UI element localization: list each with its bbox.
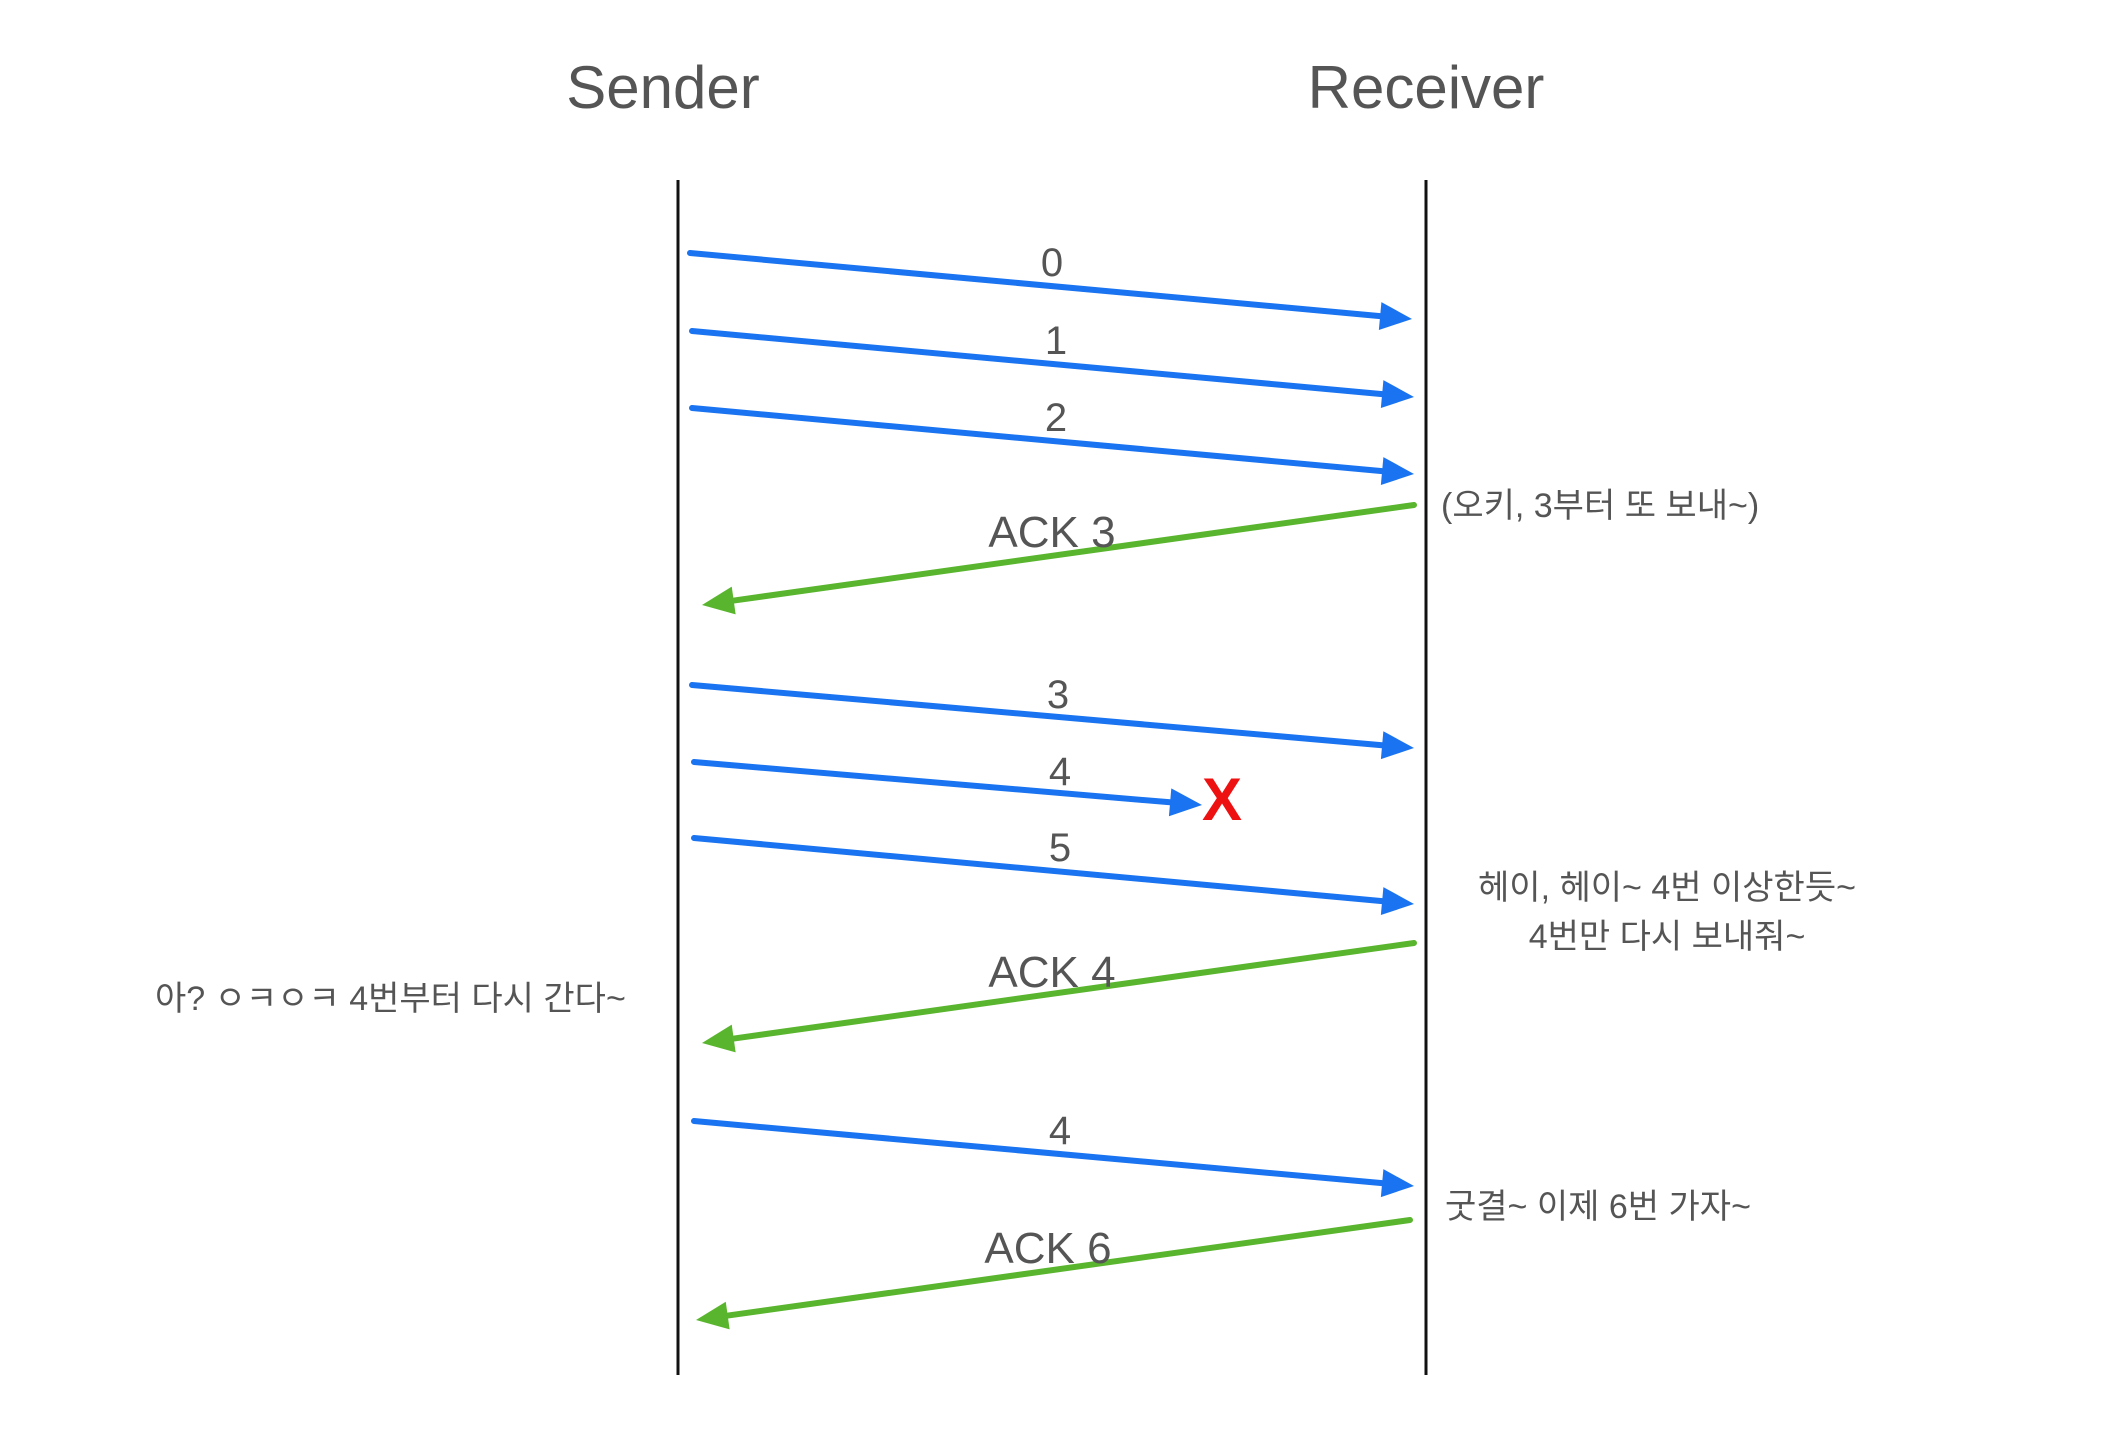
packet-arrow-8 [691, 1118, 1386, 1187]
packet-label-8: 4 [1049, 1109, 1071, 1153]
ack-label-9: ACK 6 [984, 1224, 1111, 1273]
packet-label-4: 3 [1047, 673, 1069, 717]
packet-label-2: 2 [1045, 396, 1067, 440]
packet-arrowhead-0 [1378, 302, 1412, 331]
receiver-note-ack3: (오키, 3부터 또 보내~) [1441, 487, 1759, 525]
packet-arrow-1 [689, 328, 1386, 398]
packet-arrow-4 [689, 682, 1386, 749]
packet-arrowhead-5 [1168, 788, 1202, 817]
ack-arrow-7 [730, 940, 1417, 1042]
packet-arrowhead-4 [1380, 731, 1414, 760]
ack-arrow-3 [730, 502, 1417, 604]
packet-arrow-6 [691, 835, 1386, 905]
packet-arrow-5 [691, 759, 1174, 806]
packet-arrowhead-2 [1380, 457, 1414, 486]
packet-label-6: 5 [1049, 826, 1071, 870]
lost-packet-mark: X [1202, 766, 1242, 833]
sender-title: Sender [566, 54, 759, 121]
ack-arrowhead-3 [702, 586, 736, 615]
packet-arrowhead-1 [1380, 380, 1414, 409]
packet-label-1: 1 [1045, 319, 1067, 363]
receiver-note-ack6: 굿결~ 이제 6번 가자~ [1445, 1188, 1751, 1226]
packet-label-0: 0 [1041, 241, 1063, 285]
ack-label-3: ACK 3 [988, 508, 1115, 557]
ack-arrow-9 [724, 1217, 1413, 1319]
sender-note-retransmit: 아? ㅇㅋㅇㅋ 4번부터 다시 간다~ [155, 980, 626, 1018]
ack-arrowhead-7 [702, 1024, 736, 1053]
packet-arrow-2 [689, 405, 1386, 475]
ack-label-7: ACK 4 [988, 948, 1115, 997]
packet-label-5: 4 [1049, 750, 1071, 794]
packet-arrowhead-6 [1380, 887, 1414, 916]
receiver-title: Receiver [1308, 54, 1545, 121]
packet-arrowhead-8 [1380, 1169, 1414, 1198]
packet-arrow-0 [687, 250, 1384, 320]
receiver-note-ack4-line1: 헤이, 헤이~ 4번 이상한듯~ [1478, 869, 1856, 907]
ack-arrowhead-9 [696, 1301, 730, 1330]
receiver-note-ack4-line2: 4번만 다시 보내줘~ [1529, 918, 1806, 956]
